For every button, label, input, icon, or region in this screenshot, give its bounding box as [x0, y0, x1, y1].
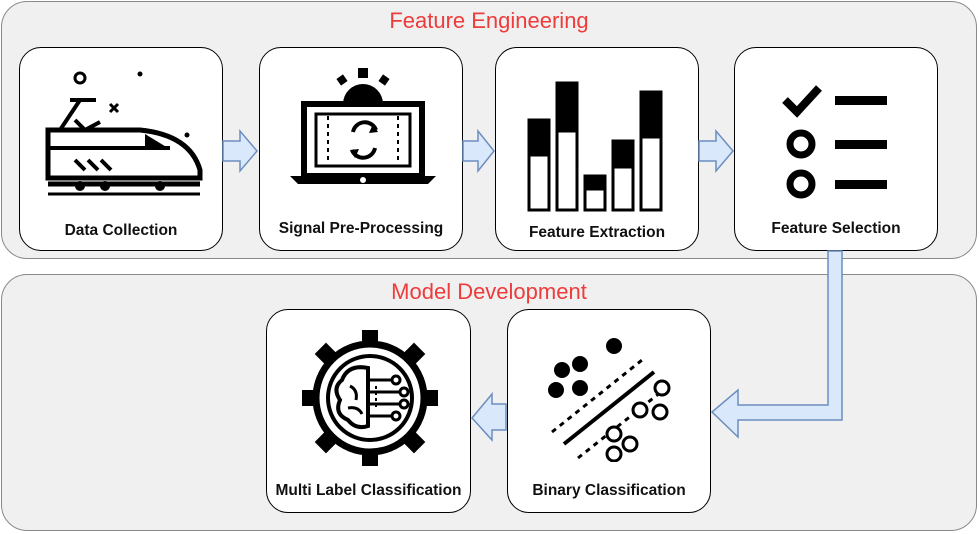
checklist-icon	[782, 85, 887, 199]
binary-classification-card[interactable]: Binary Classification	[507, 309, 711, 513]
arrow-data-to-signal	[222, 128, 258, 174]
train-icon	[45, 71, 203, 196]
arrow-extraction-to-selection	[698, 128, 734, 174]
multi-label-classification-card[interactable]: Multi Label Classification	[266, 309, 471, 513]
bar-chart-icon	[527, 81, 663, 212]
laptop-processing-icon	[290, 68, 436, 184]
feature-extraction-card[interactable]: Feature Extraction	[495, 47, 699, 251]
feature-selection-card[interactable]: Feature Selection	[734, 47, 938, 251]
signal-preprocessing-card[interactable]: Signal Pre-Processing	[259, 47, 463, 251]
data-collection-card[interactable]: Data Collection	[19, 47, 223, 251]
arrow-selection-to-binary	[710, 250, 843, 439]
feature-engineering-title: Feature Engineering	[389, 8, 589, 33]
arrow-signal-to-extraction	[462, 128, 495, 174]
arrow-binary-to-multilabel	[471, 391, 507, 442]
multi-label-classification-label: Multi Label Classification	[275, 482, 462, 499]
feature-selection-label: Feature Selection	[771, 220, 901, 237]
signal-preprocessing-label: Signal Pre-Processing	[278, 220, 444, 237]
scatter-separation-icon	[548, 338, 671, 462]
ai-gear-brain-icon	[302, 330, 438, 466]
data-collection-label: Data Collection	[64, 222, 178, 239]
model-development-title: Model Development	[391, 279, 587, 304]
binary-classification-label: Binary Classification	[532, 482, 686, 499]
feature-extraction-label: Feature Extraction	[528, 224, 666, 241]
